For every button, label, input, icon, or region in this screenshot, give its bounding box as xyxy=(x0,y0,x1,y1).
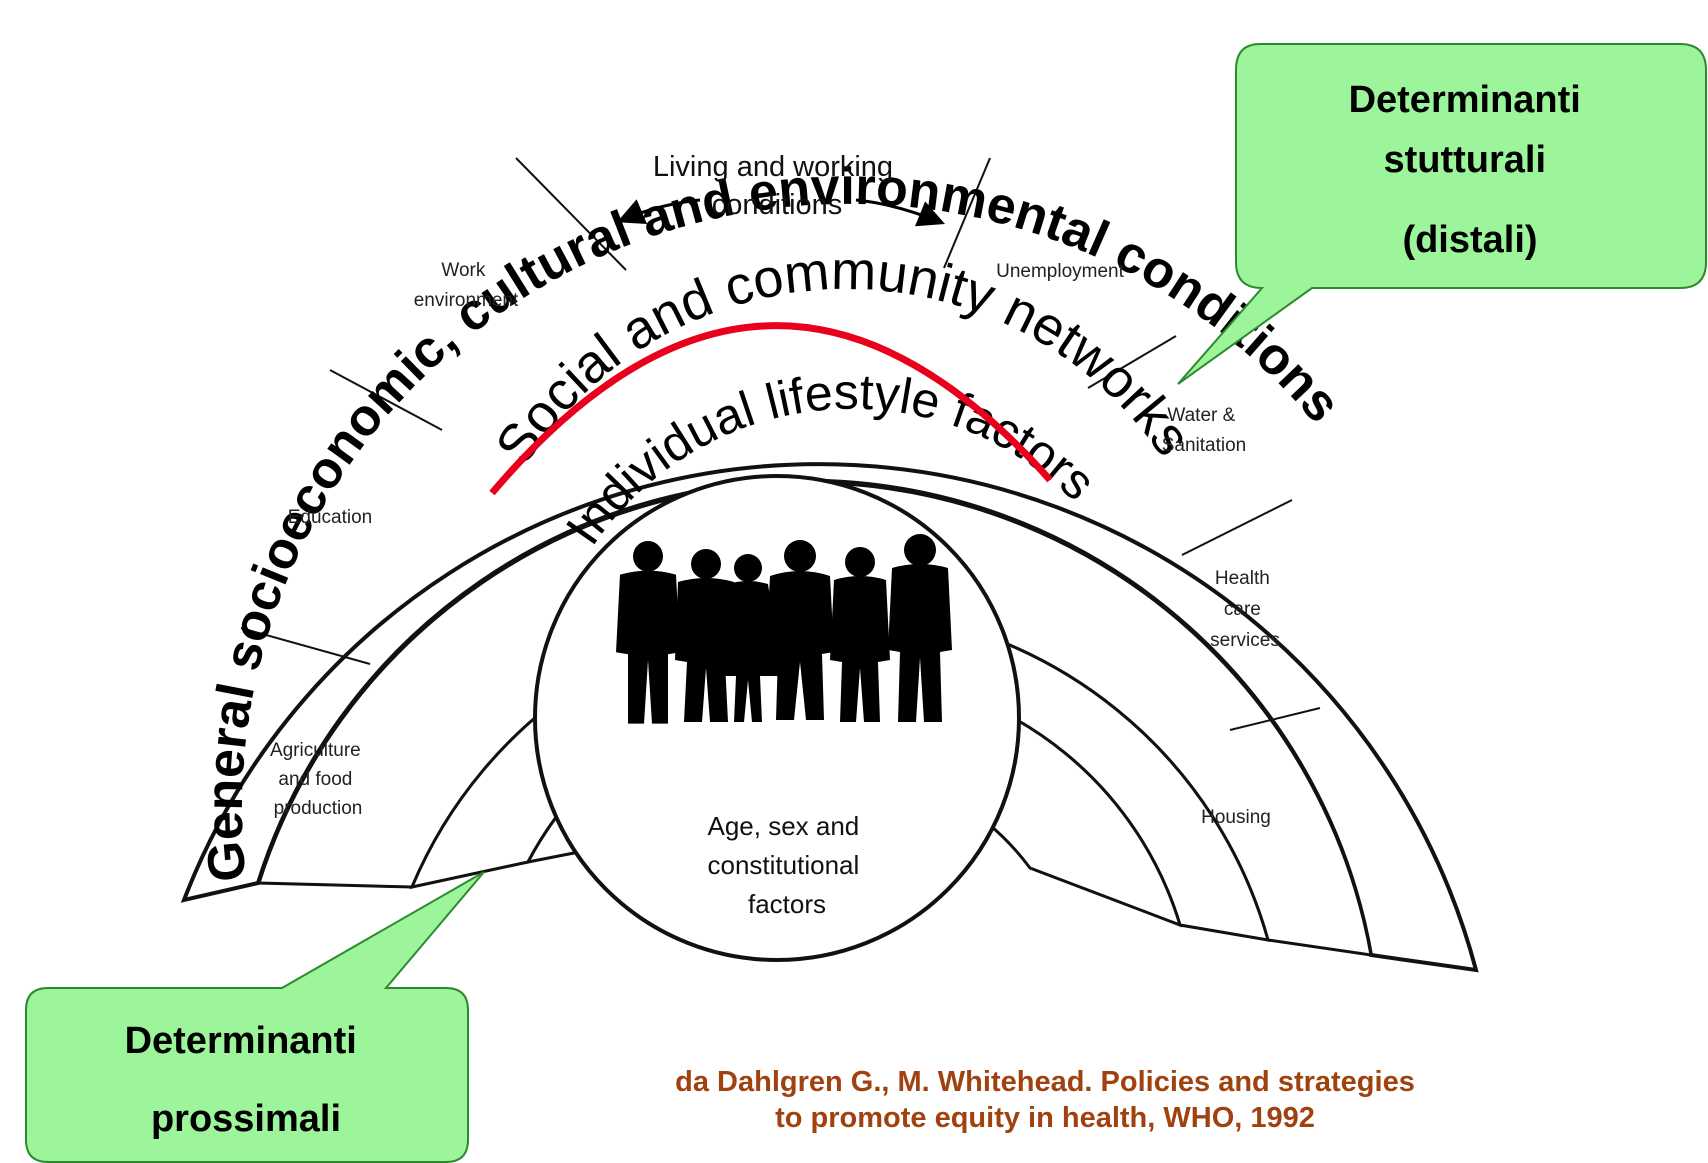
outer-band xyxy=(180,462,1479,973)
people-silhouettes-icon xyxy=(616,534,952,724)
core-label: Age, sex and constitutional factors xyxy=(707,811,866,919)
segment-agriculture: Agriculture and food production xyxy=(270,740,366,819)
callout-proximal-line-1: Determinanti xyxy=(125,1020,357,1062)
callout-distal-line-3: (distali) xyxy=(1402,219,1537,261)
segment-unemployment: Unemployment xyxy=(996,261,1124,282)
citation-line-1: da Dahlgren G., M. Whitehead. Policies a… xyxy=(675,1066,1415,1098)
svg-text:Determinanti stutturali: Determinanti stutturali (distali) xyxy=(1349,79,1592,261)
svg-text:Determinanti prossimali: Determinanti prossimali xyxy=(125,1020,368,1140)
segment-education: Education xyxy=(288,507,373,528)
segment-dividers xyxy=(240,157,1321,731)
segment-health-care: Health care services xyxy=(1210,568,1280,651)
arrow-right-icon xyxy=(855,198,945,227)
callout-proximal-line-2: prossimali xyxy=(151,1098,341,1140)
citation-line-2: to promote equity in health, WHO, 1992 xyxy=(775,1102,1315,1134)
social-networks-highlight-arc xyxy=(489,322,1053,496)
callout-distal-determinants: Determinanti stutturali (distali) xyxy=(1177,43,1707,385)
arrow-left-icon xyxy=(617,198,701,225)
citation: da Dahlgren G., M. Whitehead. Policies a… xyxy=(610,1064,1480,1136)
living-working-label: Living and working conditions xyxy=(653,151,901,221)
segment-water-sanitation: Water & Sanitation xyxy=(1162,405,1247,456)
callout-distal-line-2: stutturali xyxy=(1383,139,1546,181)
segment-work-environment: Work environment xyxy=(414,260,519,311)
callout-distal-line-1: Determinanti xyxy=(1349,79,1581,121)
segment-housing: Housing xyxy=(1201,807,1271,828)
callout-proximal-determinants: Determinanti prossimali xyxy=(25,871,485,1163)
